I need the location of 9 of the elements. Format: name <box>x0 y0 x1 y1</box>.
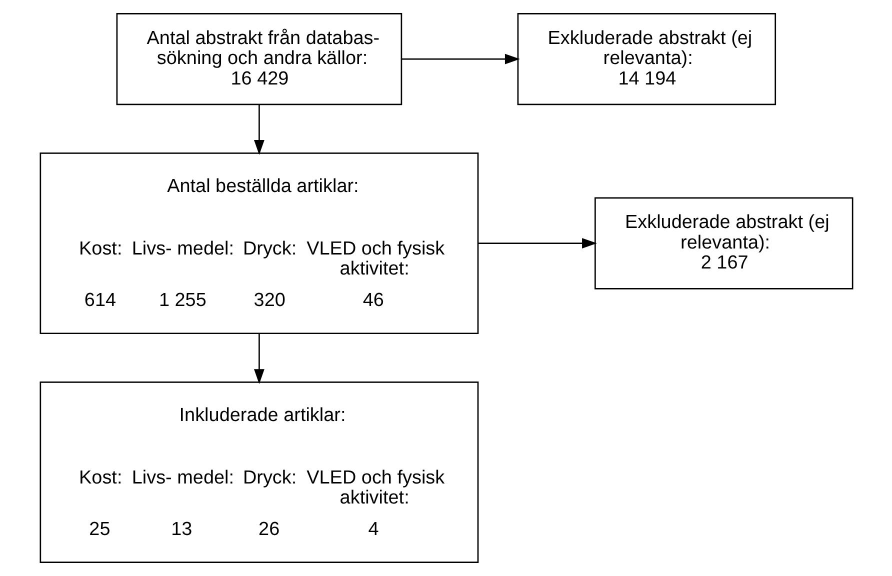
node-box: Antal abstrakt från databas- sökning och andra källor: 16 429 <box>116 12 402 106</box>
node-box: Inkluderade artiklar: Kost: Livs- medel: Dryck: VLED och fysisk aktivitet: 25 13 26 4 <box>39 381 478 564</box>
arrow <box>253 104 264 155</box>
arrow <box>253 333 264 384</box>
node-box: Exkluderade abstrakt (ej relevanta): 14 194 <box>516 12 776 106</box>
arrow <box>478 238 596 249</box>
node-box: Exkluderade abstrakt (ej relevanta): 2 167 <box>594 197 853 290</box>
arrow <box>400 54 520 64</box>
node-box: Antal beställda artiklar: Kost: Livs- medel: Dryck: VLED och fysisk aktivitet: 614 1 255 320 46 <box>39 152 478 334</box>
